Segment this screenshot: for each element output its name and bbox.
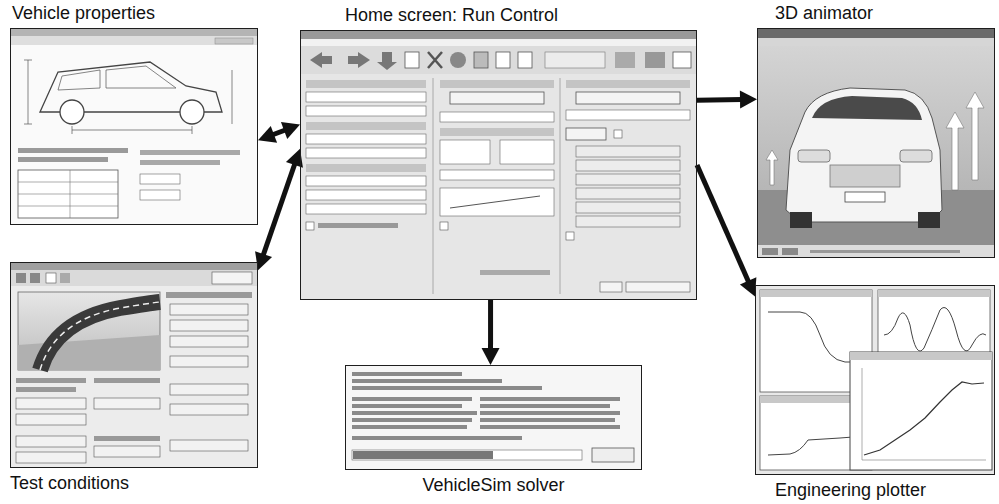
panel-caption: 3D animator — [775, 2, 873, 24]
screen-panel: Test conditions — [10, 262, 258, 494]
plotter-screenshot — [755, 285, 995, 475]
screen-panel: Home screen: Run Control — [300, 4, 697, 300]
screen-panel: 3D animator — [757, 2, 995, 258]
screen-panel: VehicleSim solver — [345, 365, 642, 496]
arrow-head — [258, 126, 277, 143]
flow-arrow — [482, 300, 500, 365]
solver-screenshot — [345, 365, 642, 470]
arrow-shaft — [263, 163, 295, 256]
arrow-shaft — [697, 97, 742, 103]
flow-arrow — [697, 165, 756, 296]
arrow-head — [740, 91, 757, 109]
arrow-shaft — [488, 300, 493, 350]
screenshot-frame — [345, 365, 642, 470]
screenshot-frame — [300, 30, 697, 300]
animator-screenshot — [757, 28, 995, 258]
vehicle-properties-screenshot — [10, 28, 258, 225]
arrow-head — [740, 277, 756, 296]
screen-panel: Vehicle properties — [10, 2, 258, 225]
arrow-shaft — [272, 130, 286, 135]
panel-caption: Engineering plotter — [775, 479, 926, 501]
panel-caption: VehicleSim solver — [422, 474, 564, 496]
screenshot-frame — [755, 285, 995, 475]
screenshot-frame — [757, 28, 995, 258]
arrow-head — [482, 348, 500, 365]
flow-arrow — [255, 149, 303, 270]
flow-arrow — [258, 122, 300, 143]
panel-caption: Test conditions — [10, 472, 129, 494]
arrow-shaft — [697, 165, 749, 283]
test-conditions-screenshot — [10, 262, 258, 468]
flow-arrow — [697, 91, 757, 109]
screenshot-frame — [10, 262, 258, 468]
run-control-screenshot — [300, 30, 697, 300]
screen-panel: Engineering plotter — [755, 285, 995, 501]
arrow-head — [281, 122, 300, 139]
panel-caption: Vehicle properties — [12, 2, 155, 24]
screenshot-frame — [10, 28, 258, 225]
panel-caption: Home screen: Run Control — [345, 4, 558, 26]
